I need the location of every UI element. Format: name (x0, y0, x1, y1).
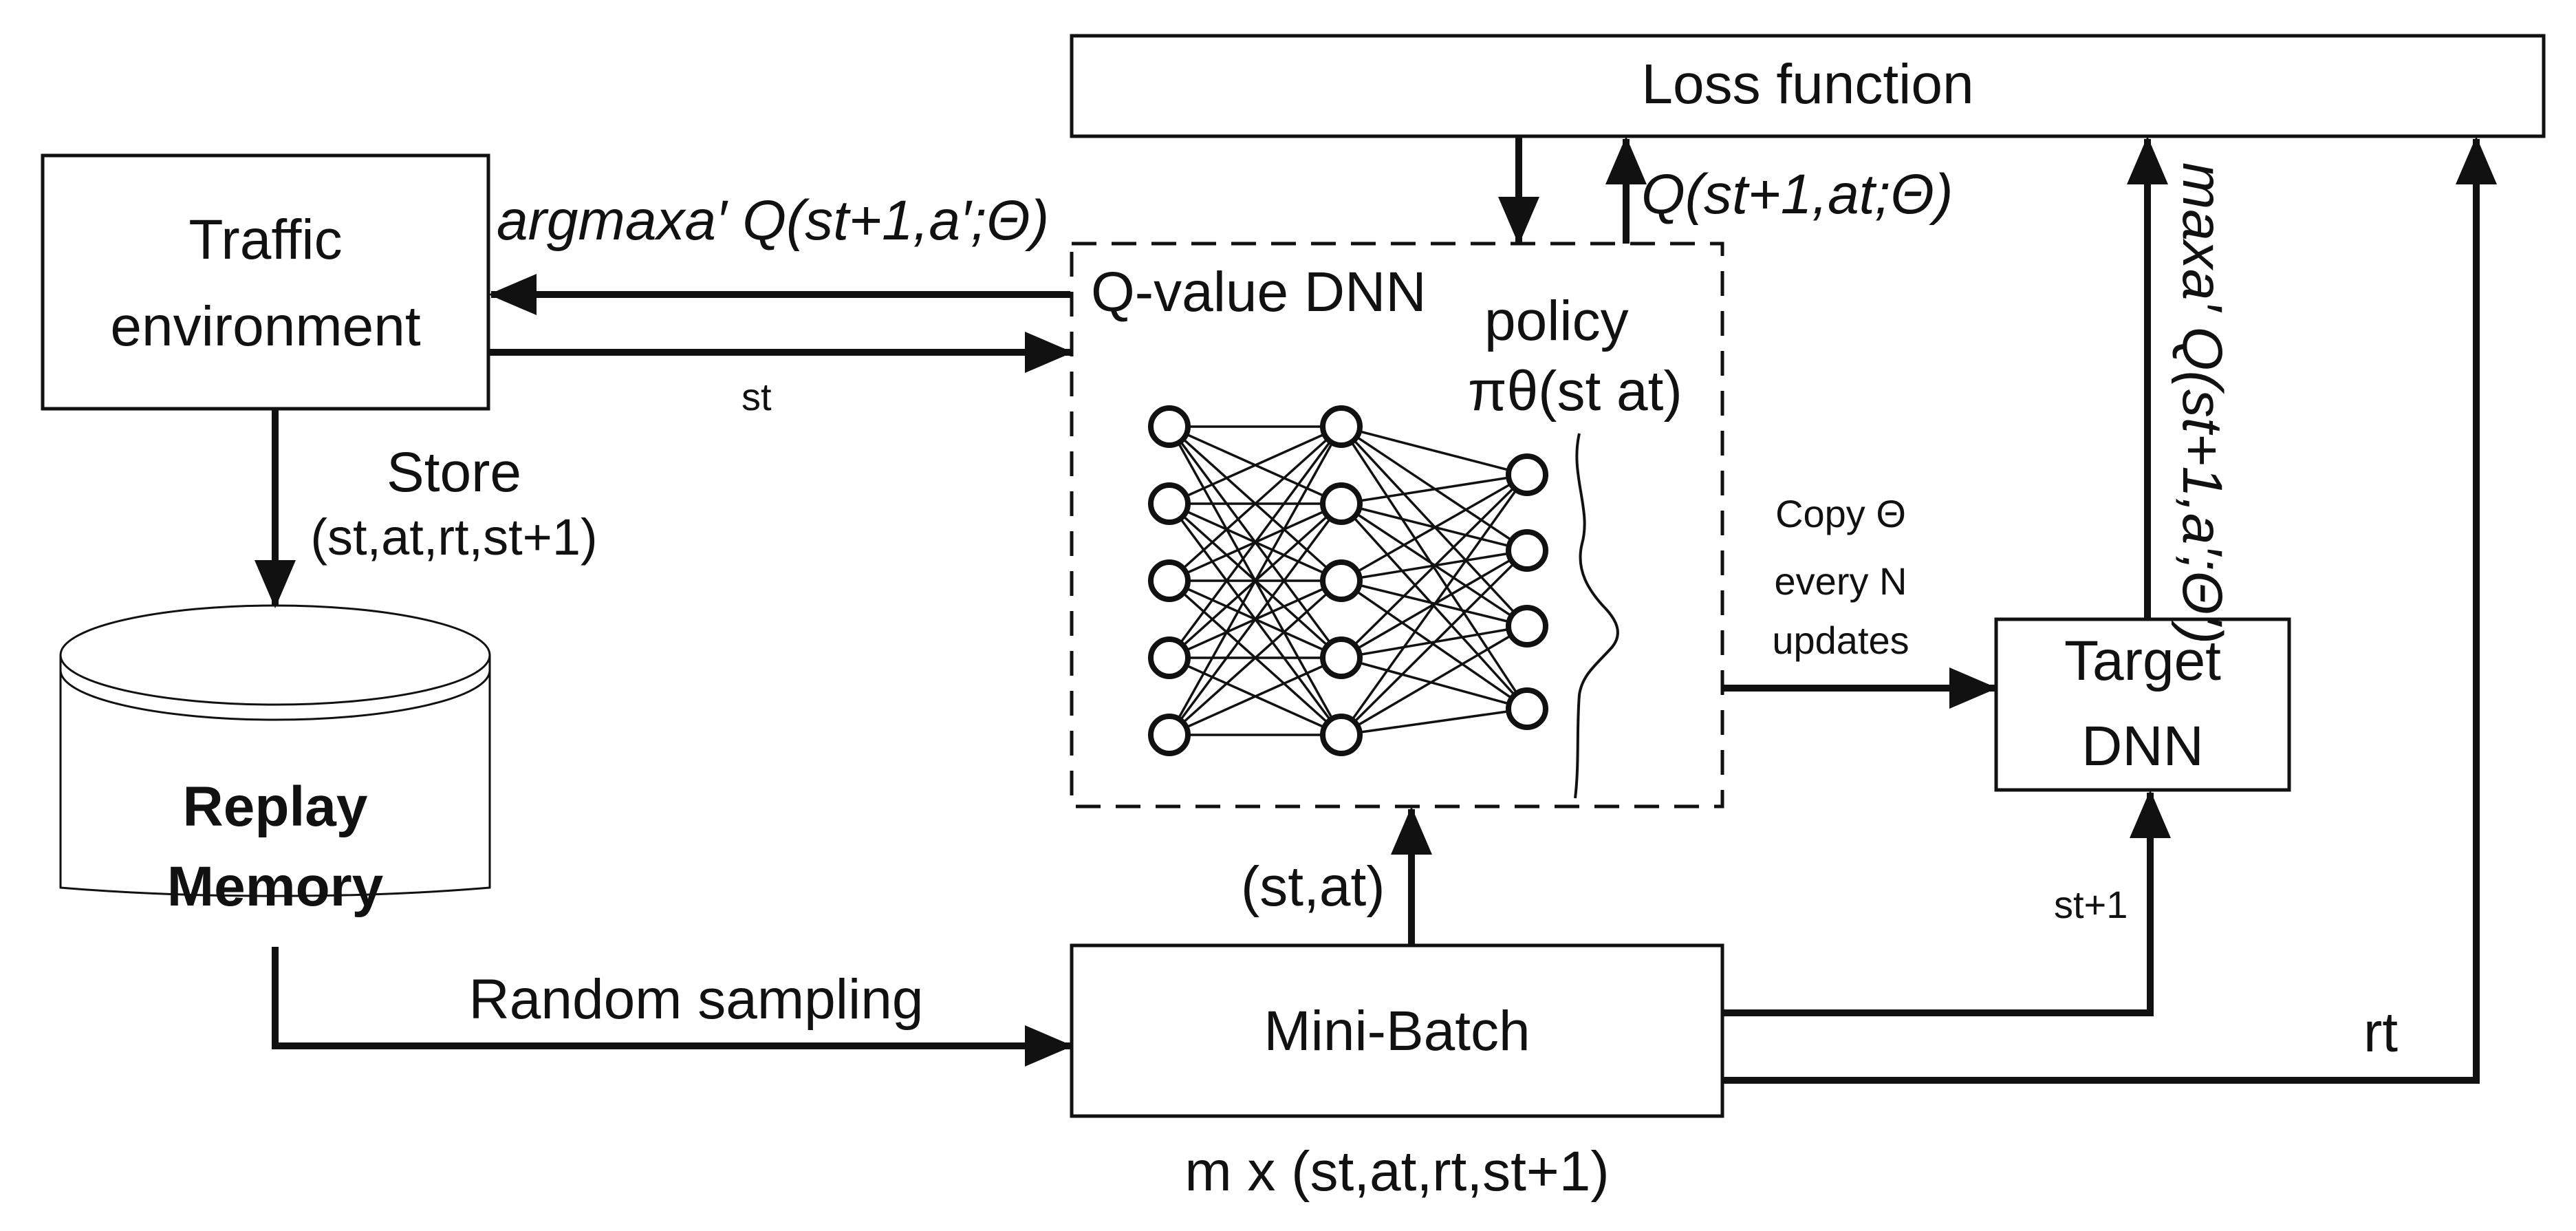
policy-label: policy (1484, 290, 1629, 352)
neural-network (1148, 405, 1619, 799)
store-label: Store (387, 441, 521, 504)
store-tuple-label: (st,at,rt,st+1) (310, 509, 597, 566)
policy-distribution-curve (1574, 433, 1619, 799)
mini-batch-label: Mini-Batch (1264, 1000, 1530, 1062)
traffic-environment-label-2: environment (110, 295, 420, 358)
target-dnn-label-2: DNN (2081, 715, 2204, 778)
nn-output-layer (1506, 453, 1548, 730)
traffic-environment-box (41, 153, 490, 411)
argmax-label: argmaxa′ Q(st+1,a′;Θ) (497, 189, 1049, 252)
nn-edges-1-2 (1168, 425, 1343, 736)
reward-label: rt (2363, 1001, 2398, 1064)
random-sampling-label: Random sampling (469, 968, 924, 1031)
next-state-arrow (1722, 790, 2171, 1016)
traffic-environment-label-1: Traffic (188, 208, 342, 271)
q-value-dnn-box (1070, 242, 1724, 809)
copy-label-3: updates (1772, 619, 1909, 662)
policy-formula: πθ(st at) (1468, 360, 1682, 422)
q-value-dnn-label: Q-value DNN (1091, 261, 1427, 323)
loss-function-box (1070, 34, 2546, 138)
state-label: st (742, 375, 772, 418)
next-state-label: st+1 (2054, 883, 2128, 926)
replay-memory-cylinder (59, 604, 491, 897)
state-action-label: (st,at) (1241, 855, 1385, 918)
batch-size-label: m x (st,at,rt,st+1) (1184, 1140, 1609, 1203)
reward-arrow (1722, 136, 2497, 1084)
random-sampling-arrow (272, 947, 1073, 1067)
nn-input-layer (1148, 405, 1191, 756)
q-loss-label: Q(st+1,at;Θ) (1641, 163, 1953, 226)
target-dnn-label-1: Target (2064, 630, 2221, 692)
nn-hidden-layer (1320, 405, 1363, 756)
copy-label-1: Copy Θ (1775, 492, 1906, 535)
replay-memory-label-1: Replay (183, 775, 368, 838)
copy-label-2: every N (1775, 559, 1907, 603)
loss-function-label: Loss function (1641, 53, 1973, 116)
mini-batch-box (1070, 943, 1724, 1118)
replay-memory-label-2: Memory (167, 855, 384, 918)
max-target-label: maxa′ Q(st+1,a′;Θ′) (2171, 162, 2233, 644)
nn-edges-2-3 (1340, 425, 1528, 736)
